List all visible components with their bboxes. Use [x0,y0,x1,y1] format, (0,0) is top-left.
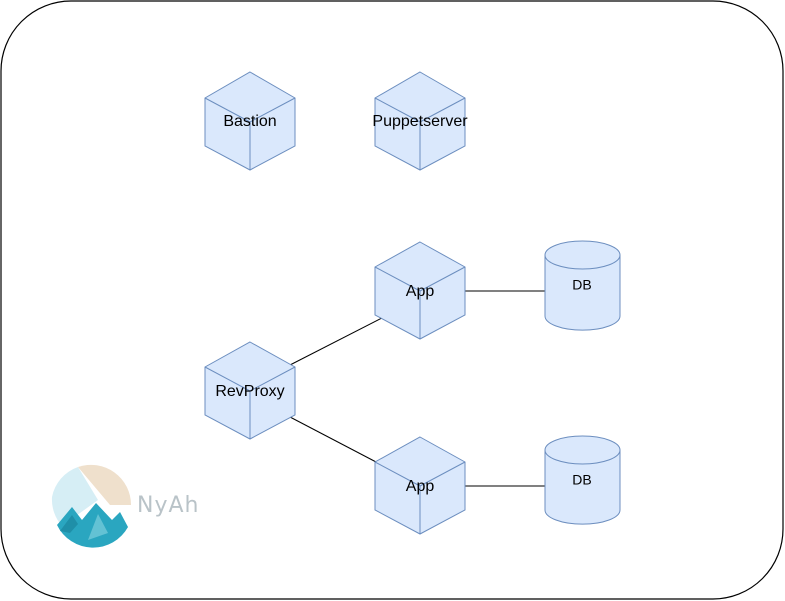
bastion-node[interactable]: Bastion [204,71,296,171]
logo-text: NyAh [137,493,199,518]
app-top-node[interactable]: App [374,241,466,340]
puppetserver-node[interactable]: Puppetserver [372,71,468,171]
edge-revproxy-app-bottom [289,416,379,464]
logo-sun-shape [78,464,132,505]
app-bottom-label: App [406,478,435,495]
logo-sky-shape [51,467,98,526]
db-bottom-node[interactable]: DB [544,435,621,525]
revproxy-node[interactable]: RevProxy [204,341,296,440]
edge-revproxy-app-top [289,317,383,366]
app-top-label: App [406,283,435,300]
db-bottom-label: DB [572,472,591,488]
app-bottom-node[interactable]: App [374,436,466,535]
logo-mountain-shape [57,503,128,548]
db-top-label: DB [572,277,591,293]
bastion-label: Bastion [223,113,276,130]
nyah-logo: NyAh [51,464,199,548]
revproxy-label: RevProxy [215,383,284,400]
puppetserver-label: Puppetserver [372,113,468,130]
db-top-node[interactable]: DB [544,240,621,331]
